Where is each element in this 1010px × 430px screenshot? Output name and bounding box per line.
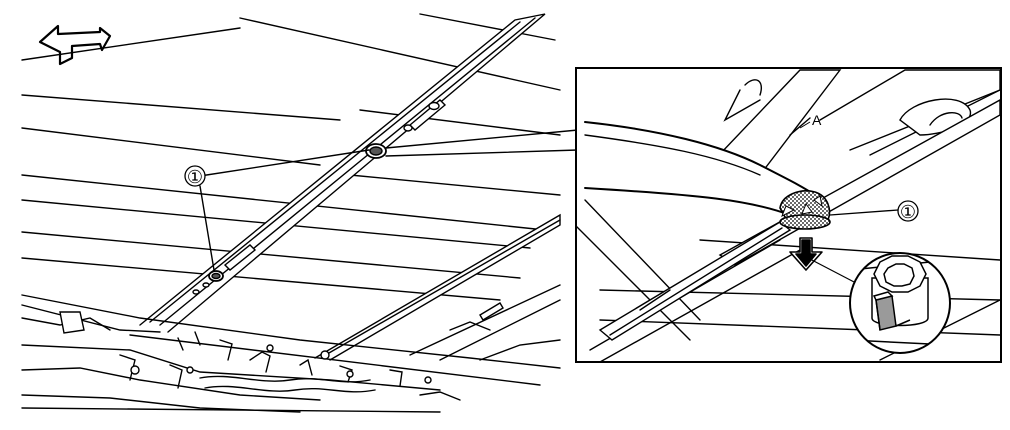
inset-detail: A ① bbox=[575, 67, 1002, 363]
inset-link-lower bbox=[385, 149, 579, 157]
inset-callout-clip: ① bbox=[897, 200, 919, 222]
magnified-clip-view bbox=[849, 252, 951, 354]
headliner-front-trim bbox=[21, 294, 561, 413]
leader-line-lower bbox=[199, 185, 215, 271]
leader-line-upper bbox=[199, 149, 370, 177]
inset-clip-part bbox=[779, 190, 831, 230]
clip-lower bbox=[208, 270, 224, 282]
callout-clip-label: ① bbox=[187, 167, 203, 187]
clip-upper bbox=[365, 143, 387, 159]
inset-leader-line bbox=[829, 209, 899, 216]
roof-main-view bbox=[21, 13, 579, 413]
direction-arrow-icon bbox=[38, 24, 112, 66]
roof-rail-front bbox=[139, 13, 546, 333]
roof-rail-rear bbox=[314, 213, 561, 361]
inset-link-upper bbox=[385, 129, 579, 149]
callout-clip: ① bbox=[184, 165, 206, 187]
inset-part-label: A bbox=[812, 112, 822, 128]
inset-callout-clip-label: ① bbox=[900, 202, 916, 222]
